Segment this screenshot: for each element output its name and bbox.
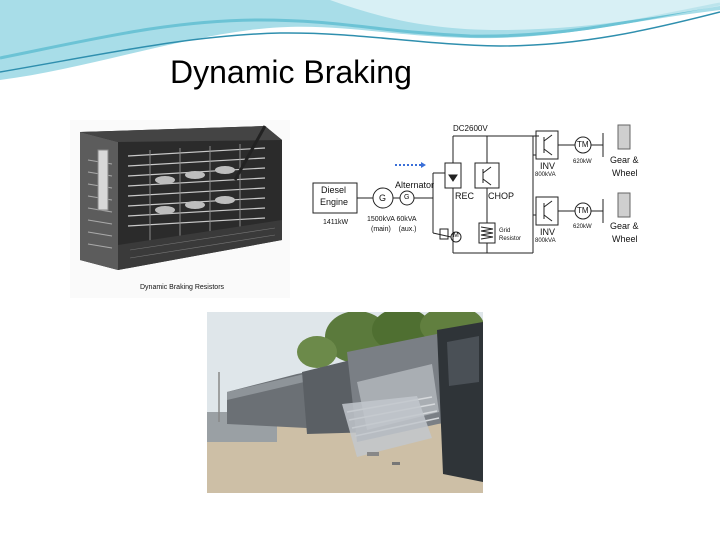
circuit-diagram: DC2600V Diesel Engine 1411kW Alternator …: [303, 103, 677, 268]
grid-resistor-label-line2: Resistor: [499, 236, 522, 242]
grid-resistor-label-line1: Grid: [499, 228, 511, 234]
gear-wheel-1-label-line1: Gear &: [610, 155, 639, 165]
traction-motor-1-symbol: TM: [577, 140, 589, 149]
aux-generator-symbol: G: [404, 194, 410, 201]
gear-wheel-1-label-line2: Wheel: [612, 168, 638, 178]
diesel-engine-label-line2: Engine: [320, 197, 349, 207]
dc-bus-label: DC2600V: [453, 124, 488, 133]
resistor-unit-illustration: [70, 120, 290, 280]
inverter-1-rating: 800kVA: [535, 172, 556, 178]
inverter-2-label: INV: [540, 227, 556, 237]
decorative-swoosh: [0, 0, 720, 80]
locomotive-damage-photo: [207, 312, 483, 493]
engine-power-label: 1411kW: [323, 219, 349, 226]
alternator-label: Alternator: [395, 180, 435, 190]
page-title: Dynamic Braking: [170, 54, 412, 90]
inverter-2-rating: 800kVA: [535, 238, 556, 244]
main-generator-symbol: G: [379, 193, 387, 203]
traction-motor-2-power: 620kW: [573, 224, 592, 230]
traction-motor-1-power: 620kW: [573, 159, 592, 165]
chopper-label: CHOP: [488, 191, 515, 201]
alternator-roles-label: (main) (aux.): [371, 226, 417, 233]
alternator-rating-label: 1500kVA 60kVA: [367, 216, 417, 223]
aux-motor-symbol: M: [453, 232, 459, 239]
traction-motor-2-symbol: TM: [577, 206, 589, 215]
circuit-schematic: [312, 124, 631, 254]
resistor-figure: Dynamic Braking Resistors: [70, 120, 290, 298]
diesel-engine-label-line1: Diesel: [321, 185, 347, 195]
inverter-1-label: INV: [540, 161, 556, 171]
locomotive-photo-illustration: [207, 312, 483, 493]
gear-wheel-2-label-line1: Gear &: [610, 221, 639, 231]
figure-caption: Dynamic Braking Resistors: [140, 284, 225, 291]
gear-wheel-2-label-line2: Wheel: [612, 234, 638, 244]
rectifier-label: REC: [455, 191, 475, 201]
